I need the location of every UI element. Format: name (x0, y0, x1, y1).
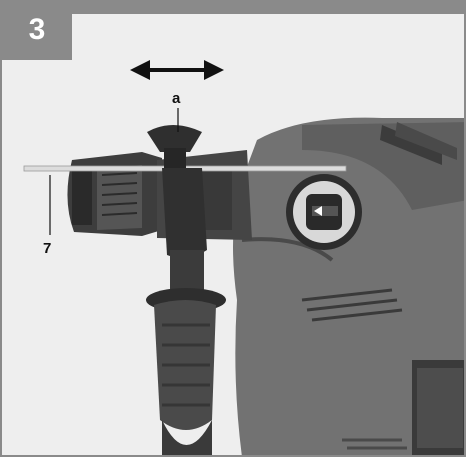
depth-stop-knob (147, 125, 202, 152)
callout-7-label: 7 (43, 240, 52, 257)
auxiliary-handle-clamp (162, 168, 207, 262)
double-headed-arrow-icon (130, 60, 224, 80)
header-rule (2, 0, 464, 14)
callout-a-label: a (172, 90, 181, 107)
step-number-badge: 3 (2, 0, 72, 60)
